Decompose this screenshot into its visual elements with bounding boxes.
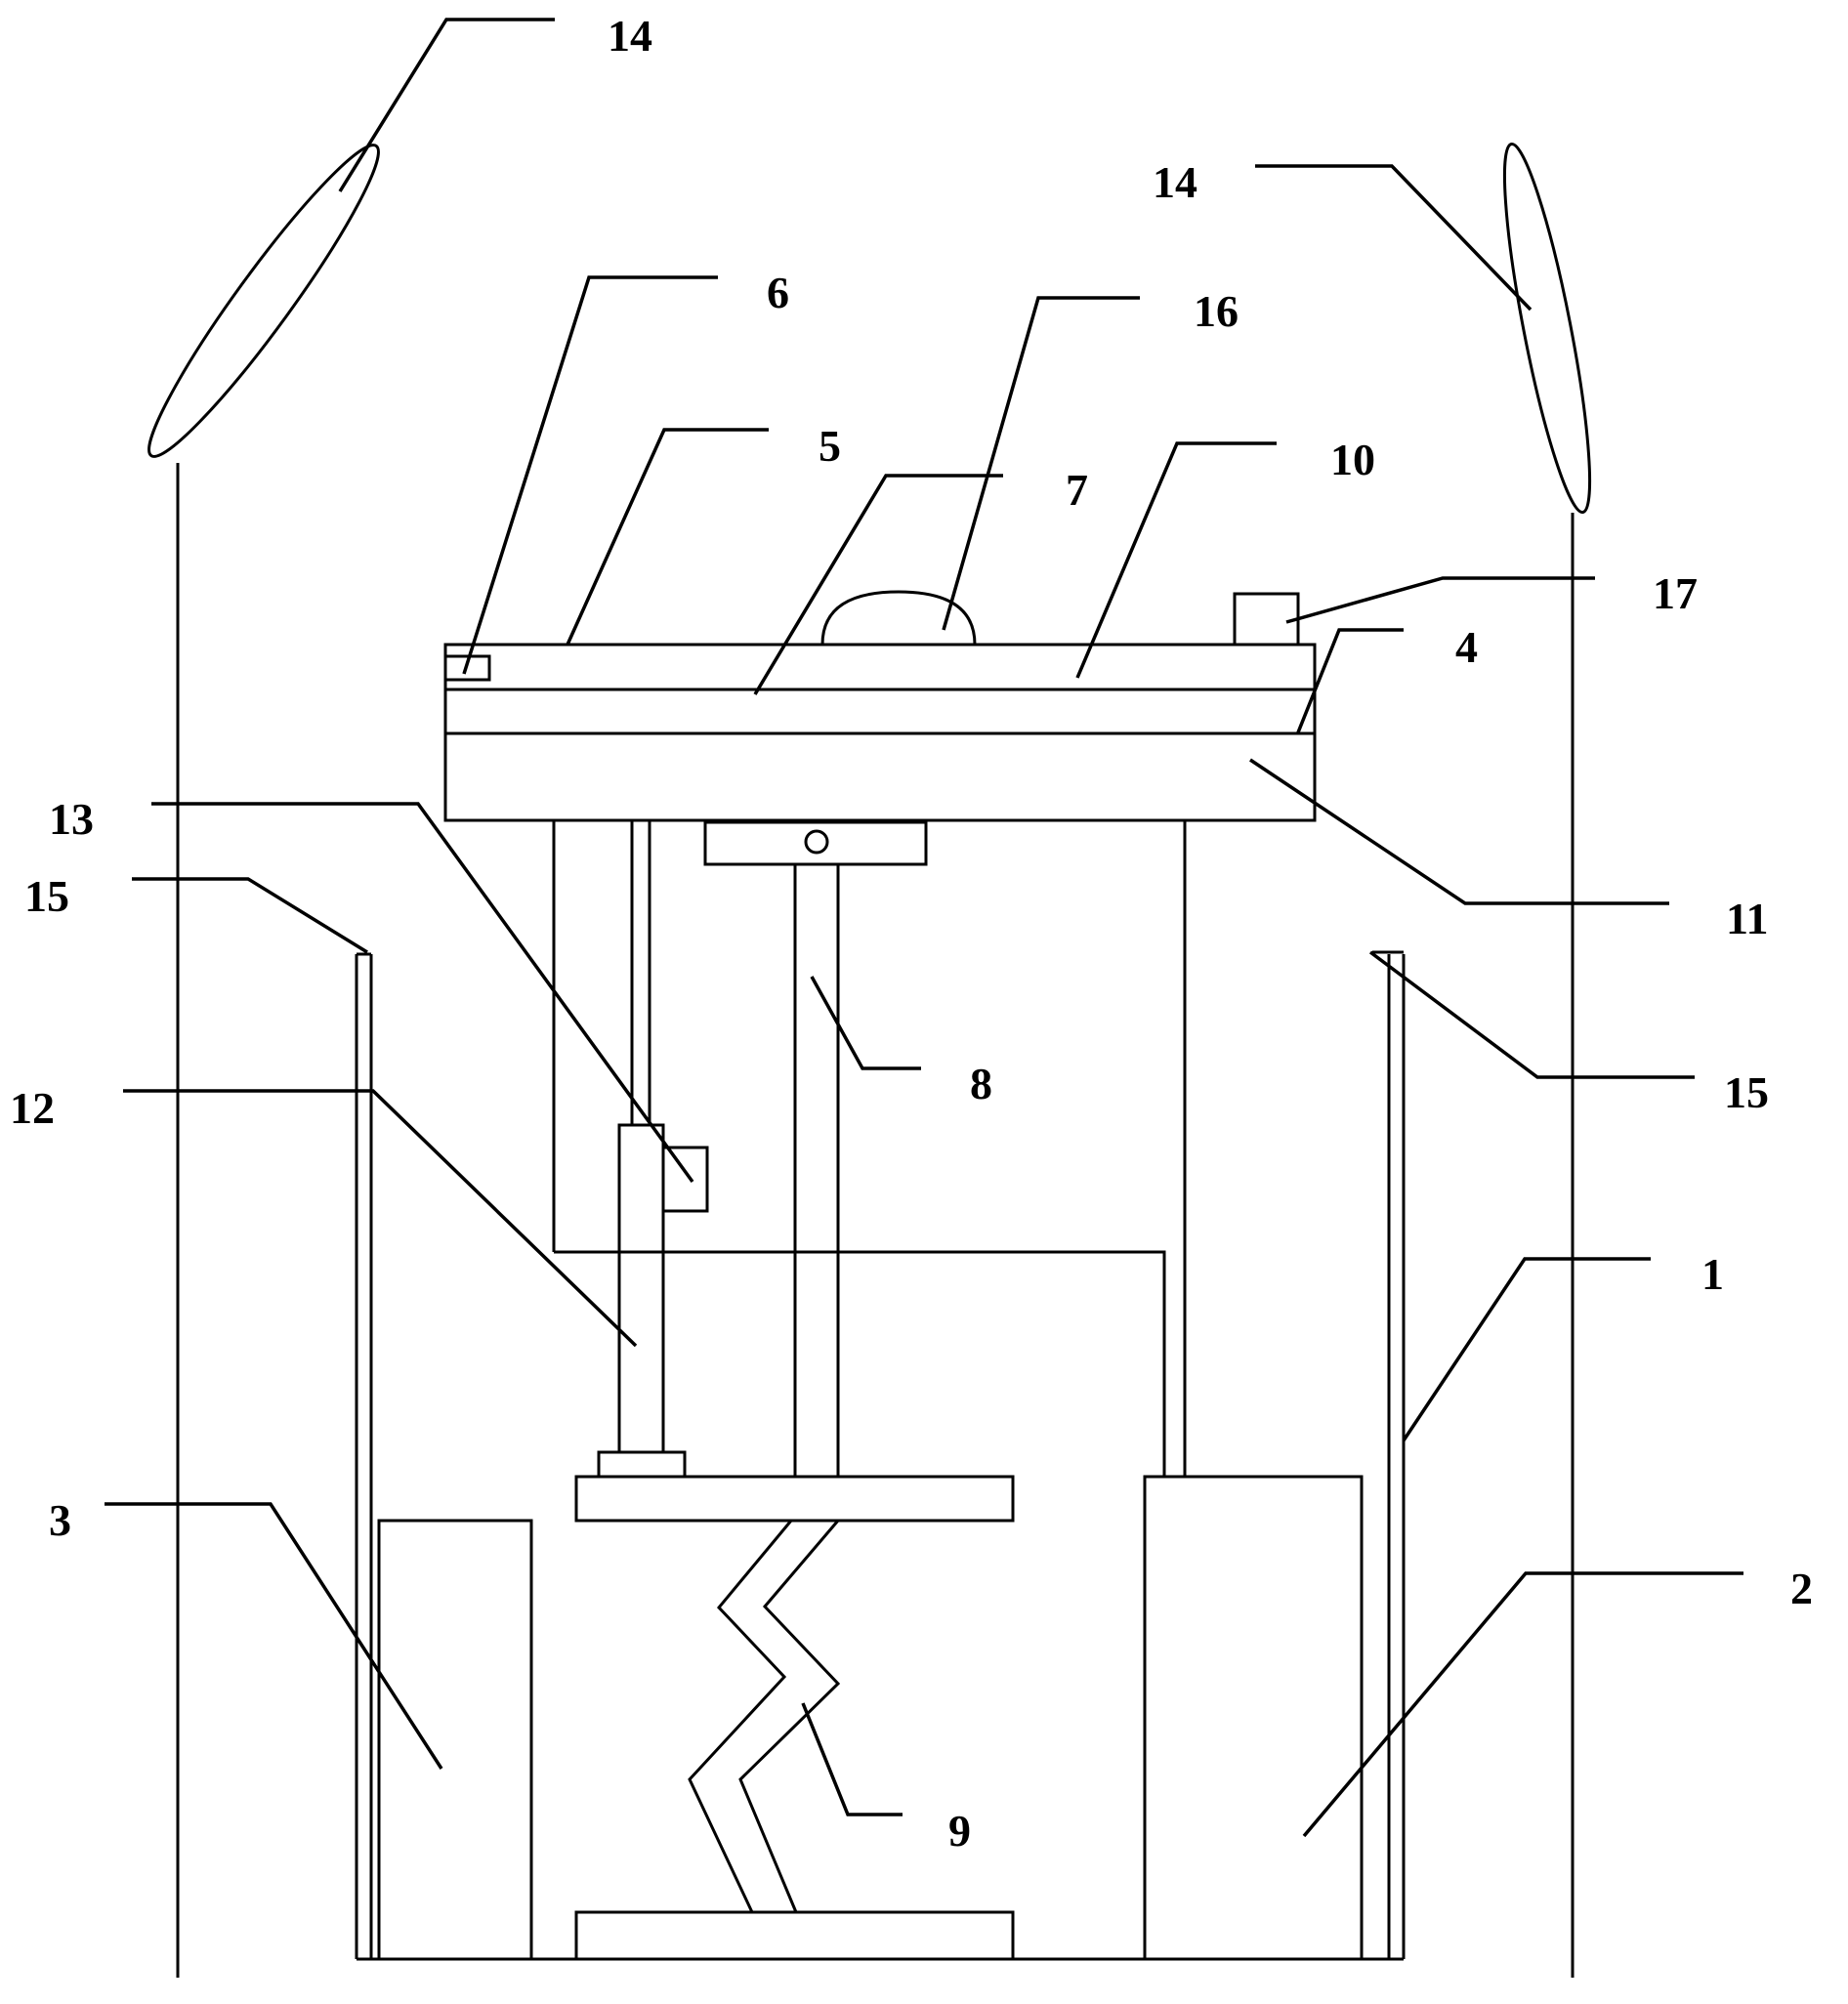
label-15-left: 15 — [24, 871, 69, 921]
central-rod — [705, 822, 926, 1477]
housing — [357, 952, 1404, 1959]
label-12: 12 — [10, 1083, 55, 1133]
label-10: 10 — [1330, 435, 1375, 484]
label-17: 17 — [1653, 568, 1698, 618]
leader-lines — [105, 20, 1743, 1836]
right-box — [1145, 1477, 1362, 1959]
label-4: 4 — [1455, 622, 1478, 672]
label-15-right: 15 — [1724, 1067, 1769, 1117]
label-9: 9 — [948, 1806, 971, 1856]
bottom-plate — [576, 1912, 1013, 1959]
label-2: 2 — [1790, 1564, 1813, 1613]
label-5: 5 — [819, 421, 841, 471]
label-8: 8 — [970, 1059, 992, 1108]
label-14-right: 14 — [1153, 157, 1197, 207]
antenna-left — [129, 130, 399, 1978]
label-14-left: 14 — [608, 11, 652, 61]
label-7: 7 — [1066, 465, 1088, 515]
label-16: 16 — [1194, 286, 1239, 336]
scissor-lift — [690, 1521, 838, 1912]
side-column — [599, 820, 707, 1477]
reference-labels: 14 14 6 16 5 10 7 17 4 13 15 11 8 15 12 … — [10, 11, 1813, 1856]
lift-plate — [576, 1477, 1013, 1521]
label-13: 13 — [49, 794, 94, 844]
label-11: 11 — [1726, 894, 1768, 943]
label-1: 1 — [1701, 1249, 1724, 1299]
label-3: 3 — [49, 1495, 71, 1545]
antenna-right — [1489, 140, 1606, 1978]
label-6: 6 — [767, 268, 789, 317]
left-box — [379, 1521, 531, 1959]
